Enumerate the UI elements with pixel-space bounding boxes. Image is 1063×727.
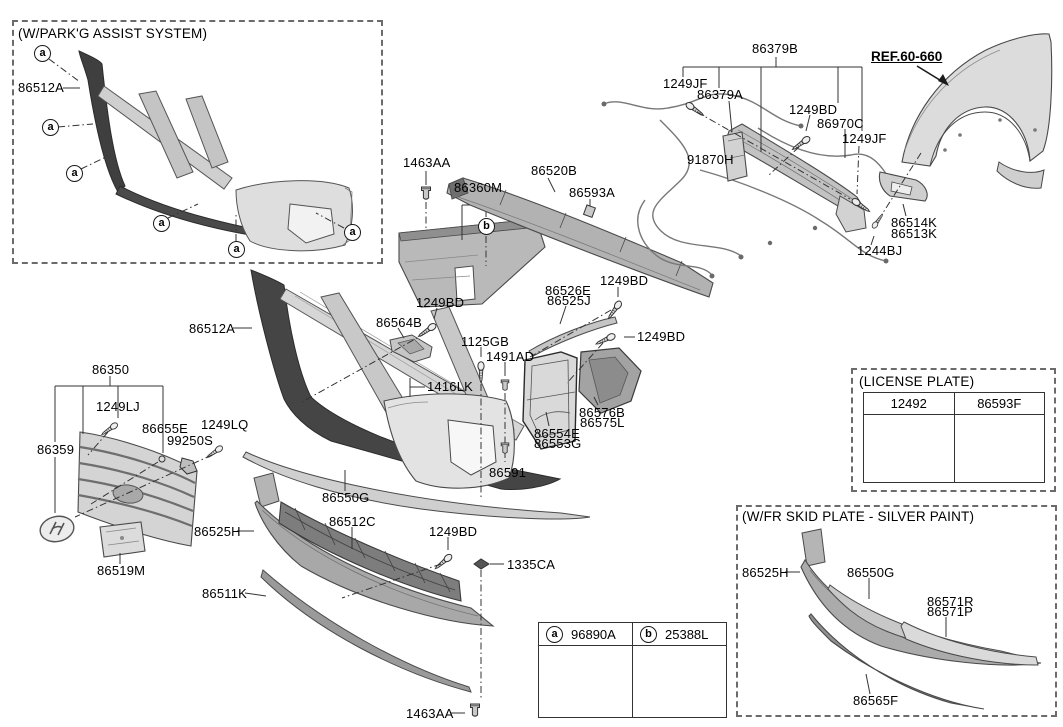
bolt-86593f-cell: [955, 415, 1045, 482]
legend-part-25388l: 25388L: [665, 626, 709, 642]
part-label-86513k: 86513K: [891, 226, 938, 241]
license-plate-table: 12492 86593F: [863, 392, 1045, 483]
part-label-86512a-box: 86512A: [18, 80, 65, 95]
skid-plate-box-title: (W/FR SKID PLATE - SILVER PAINT): [742, 509, 975, 524]
callout-a-3: a: [66, 165, 83, 182]
part-label-86525h-main: 86525H: [194, 524, 241, 539]
screw-12492-cell: [864, 415, 954, 482]
part-label-1249jf-1: 1249JF: [663, 76, 708, 91]
part-label-86512a-main: 86512A: [189, 321, 236, 336]
park-assist-bumper-illustration: [48, 50, 353, 252]
license-plate-col-12492: 12492: [864, 393, 954, 482]
part-label-86970c: 86970C: [817, 116, 864, 131]
part-label-86564b: 86564B: [376, 315, 423, 330]
callout-a-5: a: [228, 241, 245, 258]
part-label-1125gb: 1125GB: [461, 334, 509, 349]
part-label-86511k: 86511K: [202, 586, 248, 601]
ref-60-660-link[interactable]: REF.60-660: [871, 49, 943, 64]
part-label-91870h: 91870H: [687, 152, 734, 167]
part-label-86514k: 86514K: [891, 215, 938, 230]
part-label-skid-86571r: 86571R: [927, 594, 974, 609]
part-label-86350: 86350: [92, 362, 130, 377]
park-assist-box: [12, 20, 383, 264]
part-label-86591: 86591: [489, 465, 527, 480]
legend-sensor-cell: [539, 646, 632, 717]
license-plate-box: [851, 368, 1056, 492]
wiring-harness-illustration: [601, 93, 894, 279]
part-label-1463aa-bottom: 1463AA: [406, 706, 454, 721]
main-bumper-illustration: [233, 269, 562, 490]
lower-strips-illustration: [237, 451, 591, 717]
callout-b-1: b: [478, 218, 495, 235]
part-label-1249bd-2: 1249BD: [416, 295, 465, 310]
part-label-86519m: 86519M: [97, 563, 146, 578]
callout-legend-table: a 96890A b 25388L: [538, 622, 727, 718]
energy-absorber-illustration: [446, 177, 714, 298]
part-label-1244bj: 1244BJ: [857, 243, 903, 258]
rail-reinforcement-illustration: [682, 57, 872, 233]
legend-col-b: b 25388L: [632, 623, 726, 717]
license-plate-part-86593f: 86593F: [954, 393, 1044, 415]
part-label-86575l: 86575L: [580, 415, 625, 430]
legend-col-a: a 96890A: [539, 623, 632, 717]
part-label-86526e: 86526E: [545, 283, 592, 298]
skid-plate-box: [736, 505, 1057, 717]
callout-a-6: a: [344, 224, 361, 241]
part-label-skid-86550g: 86550G: [847, 565, 895, 580]
part-label-1491ad: 1491AD: [486, 349, 535, 364]
part-label-86554e: 86554E: [534, 426, 581, 441]
part-label-1463aa-top: 1463AA: [403, 155, 451, 170]
part-label-86379a: 86379A: [697, 87, 744, 102]
side-parts-illustration: [301, 287, 642, 497]
part-label-1249bd-4: 1249BD: [637, 329, 686, 344]
part-label-1249lq: 1249LQ: [201, 417, 249, 432]
part-label-86379b: 86379B: [752, 41, 799, 56]
callout-a-2: a: [42, 119, 59, 136]
legend-callout-a: a: [546, 625, 563, 643]
part-label-86525j: 86525J: [547, 293, 591, 308]
part-label-1249bd-5: 1249BD: [429, 524, 478, 539]
legend-callout-b: b: [640, 625, 657, 643]
skid-plate-illustration: [785, 528, 1042, 710]
part-label-86576b: 86576B: [579, 405, 626, 420]
legend-part-96890a: 96890A: [571, 626, 616, 642]
part-label-1249bd-1: 1249BD: [789, 102, 838, 117]
license-plate-part-12492: 12492: [864, 393, 954, 415]
part-label-skid-86525h: 86525H: [742, 565, 789, 580]
grille-illustration: [39, 376, 225, 564]
part-label-86550g-main: 86550G: [322, 490, 370, 505]
part-label-86593a: 86593A: [569, 185, 616, 200]
callout-a-4: a: [153, 215, 170, 232]
part-label-1249lj: 1249LJ: [96, 399, 140, 414]
license-plate-col-86593f: 86593F: [953, 393, 1045, 482]
callout-a-1: a: [34, 45, 51, 62]
fender-illustration: [870, 33, 1053, 246]
part-label-86512c: 86512C: [329, 514, 376, 529]
part-label-skid-86565f: 86565F: [853, 693, 899, 708]
part-label-86520b: 86520B: [531, 163, 578, 178]
part-label-1249jf-2: 1249JF: [842, 131, 887, 146]
license-plate-box-title: (LICENSE PLATE): [859, 374, 975, 389]
park-assist-box-title: (W/PARK'G ASSIST SYSTEM): [18, 26, 208, 41]
part-label-1249bd-3: 1249BD: [600, 273, 649, 288]
part-label-86553g: 86553G: [534, 436, 582, 451]
part-label-86360m: 86360M: [454, 180, 503, 195]
part-label-86359: 86359: [37, 442, 75, 457]
part-label-1416lk: 1416LK: [427, 379, 474, 394]
part-label-skid-86571p: 86571P: [927, 604, 974, 619]
part-label-86655e: 86655E: [142, 421, 189, 436]
part-label-1335ca: 1335CA: [507, 557, 556, 572]
part-label-99250s: 99250S: [167, 433, 214, 448]
legend-label-cell: [633, 646, 726, 717]
